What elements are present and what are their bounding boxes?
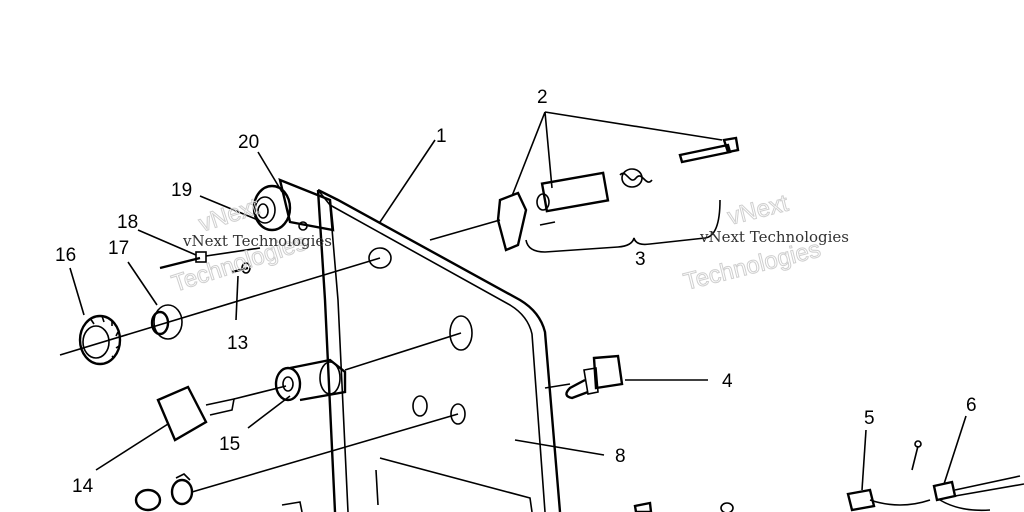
key-switch-15 — [274, 332, 462, 402]
callout-18: 18 — [117, 212, 138, 233]
callout-3: 3 — [635, 249, 646, 270]
callout-19: 19 — [171, 180, 192, 201]
latch-assembly-2 — [429, 136, 740, 252]
watermark-vnext-left: vNext — [196, 193, 263, 238]
callout-14: 14 — [72, 476, 94, 497]
callout-labels: 1 2 3 4 5 6 8 13 14 15 16 17 18 19 20 — [55, 87, 977, 497]
watermarks: Technologies vNext Technologies vNext Te… — [168, 189, 849, 298]
screw-13 — [231, 262, 251, 274]
lower-fragments — [633, 501, 734, 512]
connector-6 — [932, 475, 1024, 512]
callout-8: 8 — [615, 446, 626, 467]
callout-16: 16 — [55, 245, 76, 266]
callout-13: 13 — [227, 333, 248, 354]
callout-20: 20 — [238, 132, 259, 153]
connector-5 — [846, 440, 931, 512]
watermark-vnext-right: vNext — [725, 190, 791, 231]
callout-17: 17 — [108, 238, 129, 259]
callout-4: 4 — [722, 371, 733, 392]
bolt-lower-left — [134, 413, 459, 512]
pin-18 — [159, 247, 261, 270]
watermark-brand-right: vNext Technologies — [699, 228, 849, 246]
nut-16 — [78, 314, 122, 366]
key-14 — [156, 385, 287, 442]
toggle-switch-4 — [544, 354, 624, 400]
switch-assembly-20 — [252, 178, 335, 232]
axis-line-top — [59, 257, 381, 356]
callout-6: 6 — [966, 395, 977, 416]
callout-1: 1 — [436, 126, 447, 147]
watermark-brand-left: vNext Technologies — [182, 232, 332, 250]
callout-2: 2 — [537, 87, 548, 108]
leader-lines — [69, 111, 967, 491]
callout-5: 5 — [864, 408, 875, 429]
callout-15: 15 — [219, 434, 240, 455]
